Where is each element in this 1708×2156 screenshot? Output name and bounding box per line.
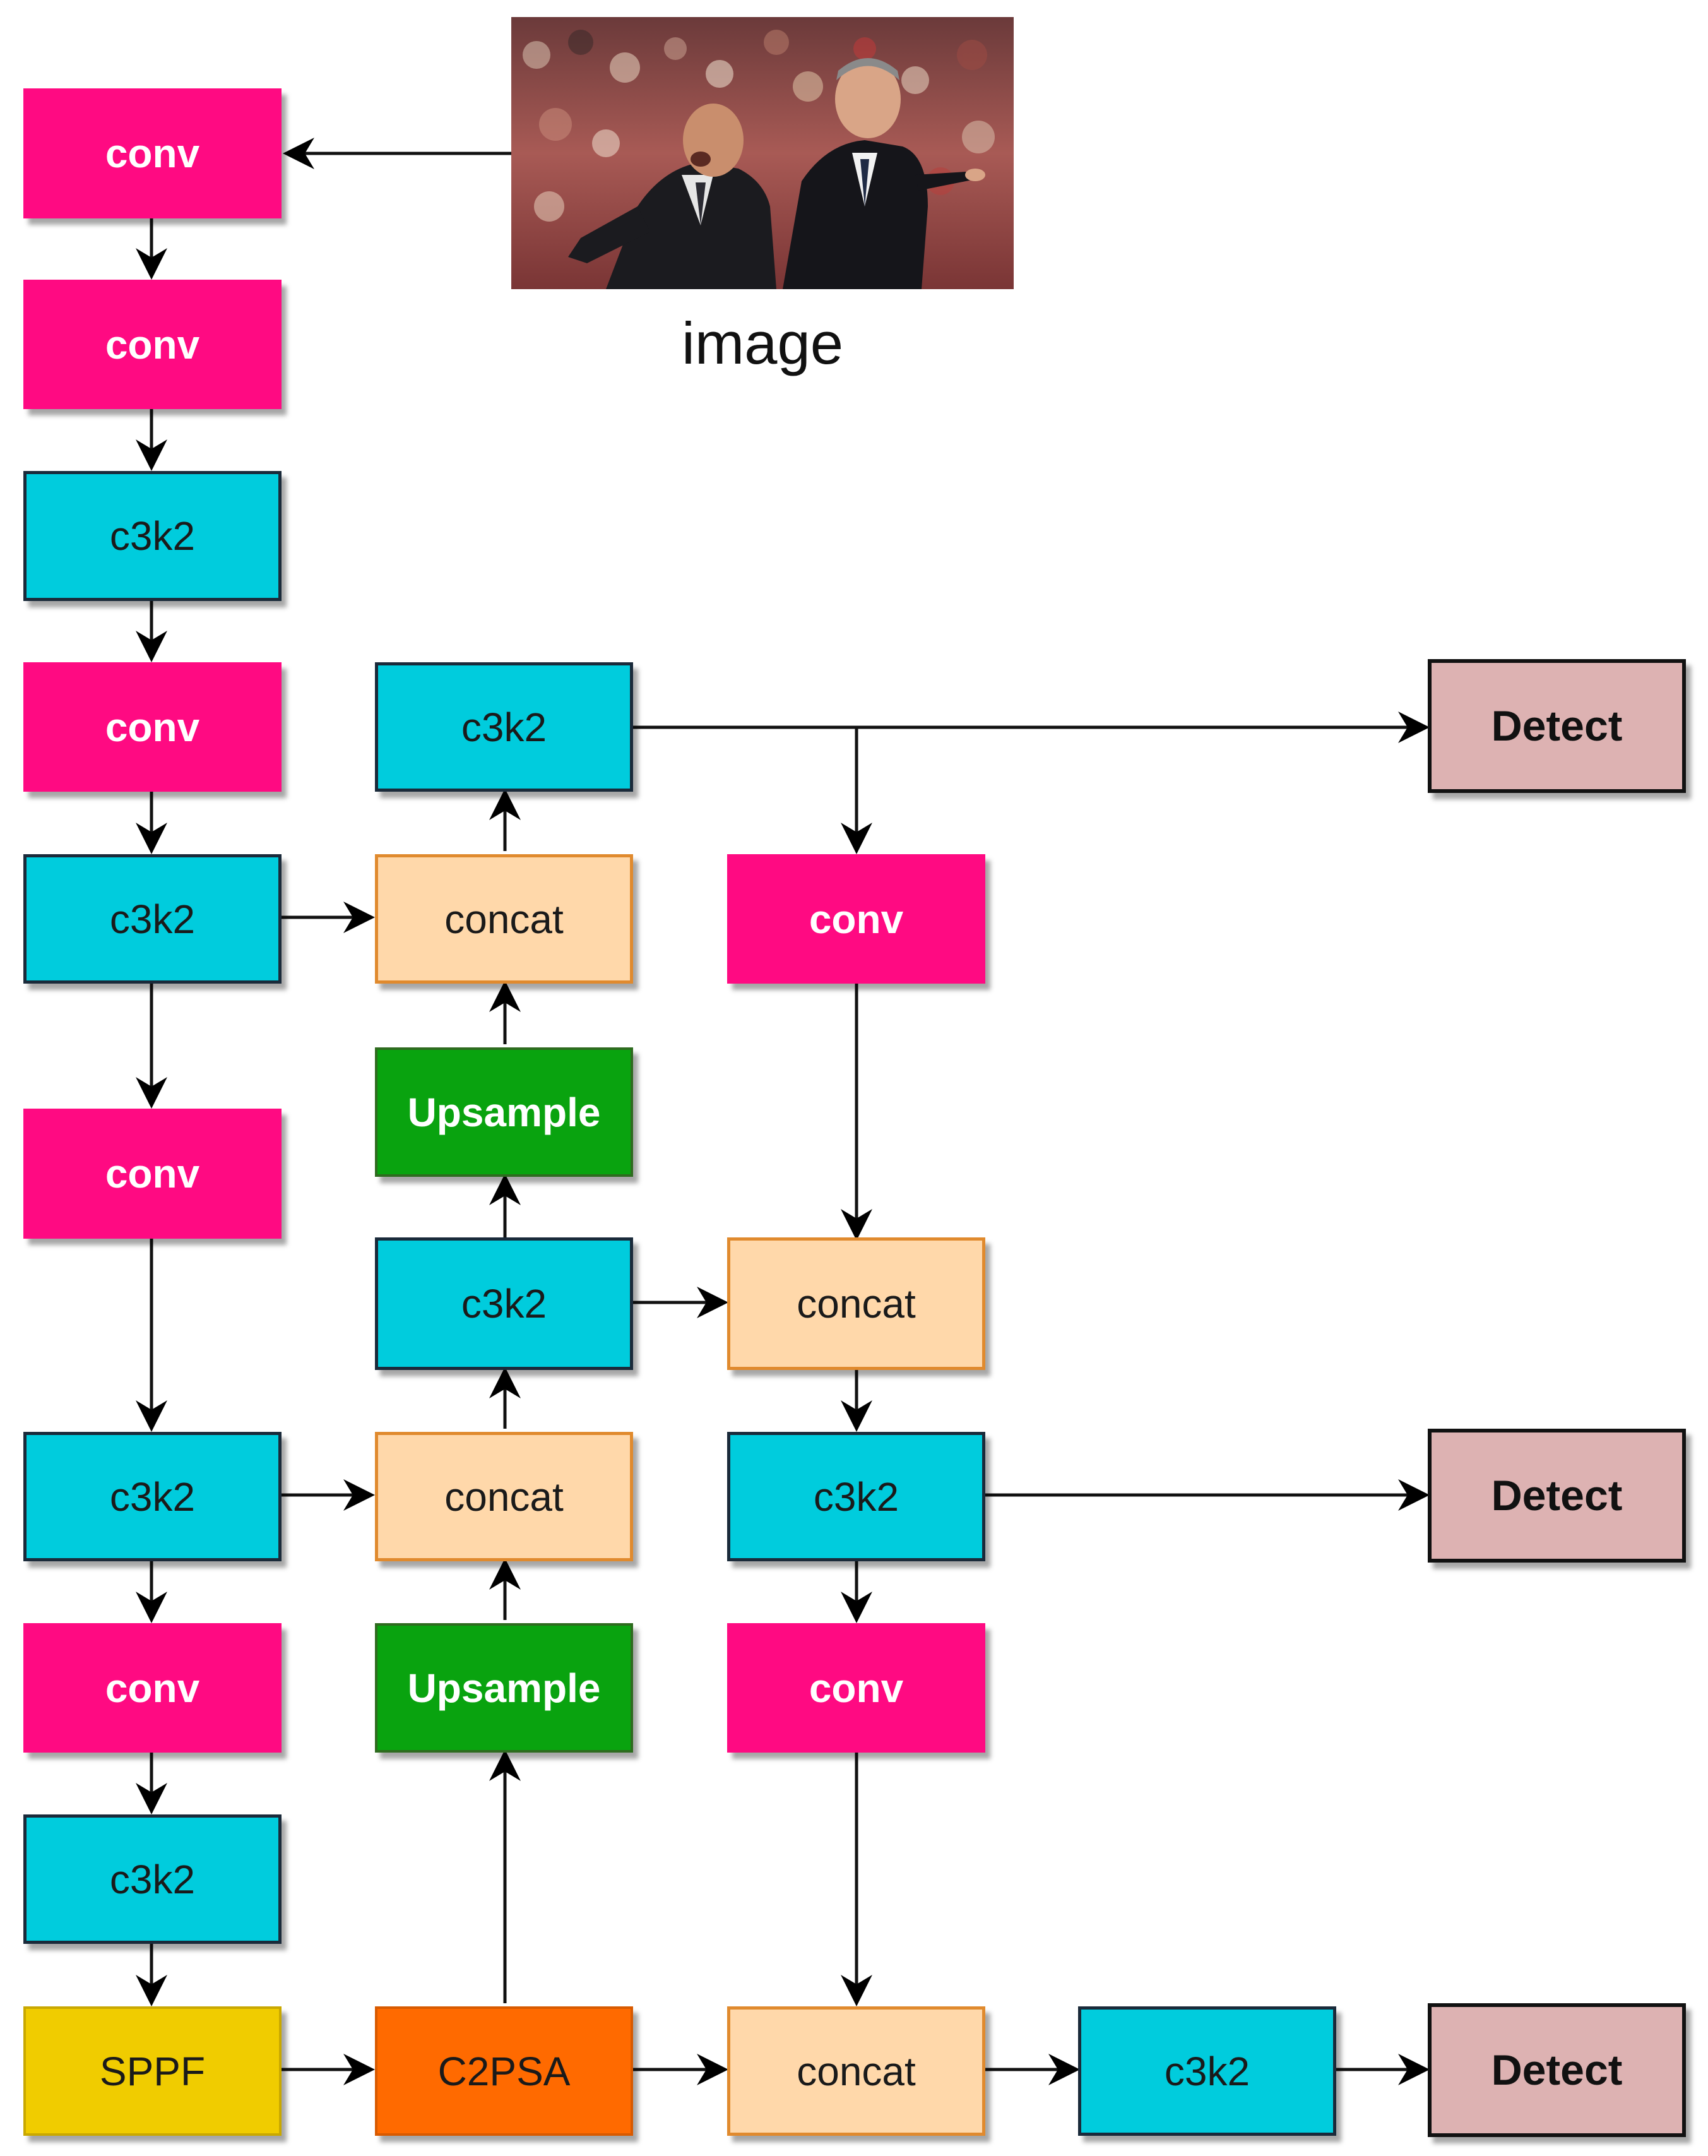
image-caption: image <box>681 310 844 376</box>
pan-conv-1: conv <box>727 854 985 984</box>
pan-concat-2: concat <box>727 2006 985 2136</box>
backbone-conv-2: conv <box>23 280 282 409</box>
pan-c3k2: c3k2 <box>727 1432 985 1561</box>
backbone-c3k2-3: c3k2 <box>23 1432 282 1561</box>
backbone-c3k2-1: c3k2 <box>23 471 282 601</box>
backbone-c3k2-4: c3k2 <box>23 1814 282 1944</box>
neck-concat-1: concat <box>375 854 633 984</box>
backbone-conv-1: conv <box>23 88 282 218</box>
c2psa-block: C2PSA <box>375 2006 633 2136</box>
neck-c3k2-mid: c3k2 <box>375 1237 633 1370</box>
pan-concat-1: concat <box>727 1237 985 1370</box>
backbone-conv-3: conv <box>23 662 282 792</box>
neck-upsample-1: Upsample <box>375 1047 633 1177</box>
detect-head-2: Detect <box>1428 1429 1686 1563</box>
pan-conv-2: conv <box>727 1623 985 1753</box>
detect-head-1: Detect <box>1428 659 1686 793</box>
pan-c3k2-last: c3k2 <box>1078 2006 1336 2136</box>
backbone-c3k2-2: c3k2 <box>23 854 282 984</box>
input-photo <box>511 17 1014 289</box>
backbone-conv-4: conv <box>23 1109 282 1239</box>
neck-concat-2: concat <box>375 1432 633 1561</box>
neck-upsample-2: Upsample <box>375 1623 633 1753</box>
sppf-block: SPPF <box>23 2006 282 2136</box>
backbone-conv-5: conv <box>23 1623 282 1753</box>
detect-head-3: Detect <box>1428 2003 1686 2137</box>
neck-c3k2-top: c3k2 <box>375 662 633 792</box>
